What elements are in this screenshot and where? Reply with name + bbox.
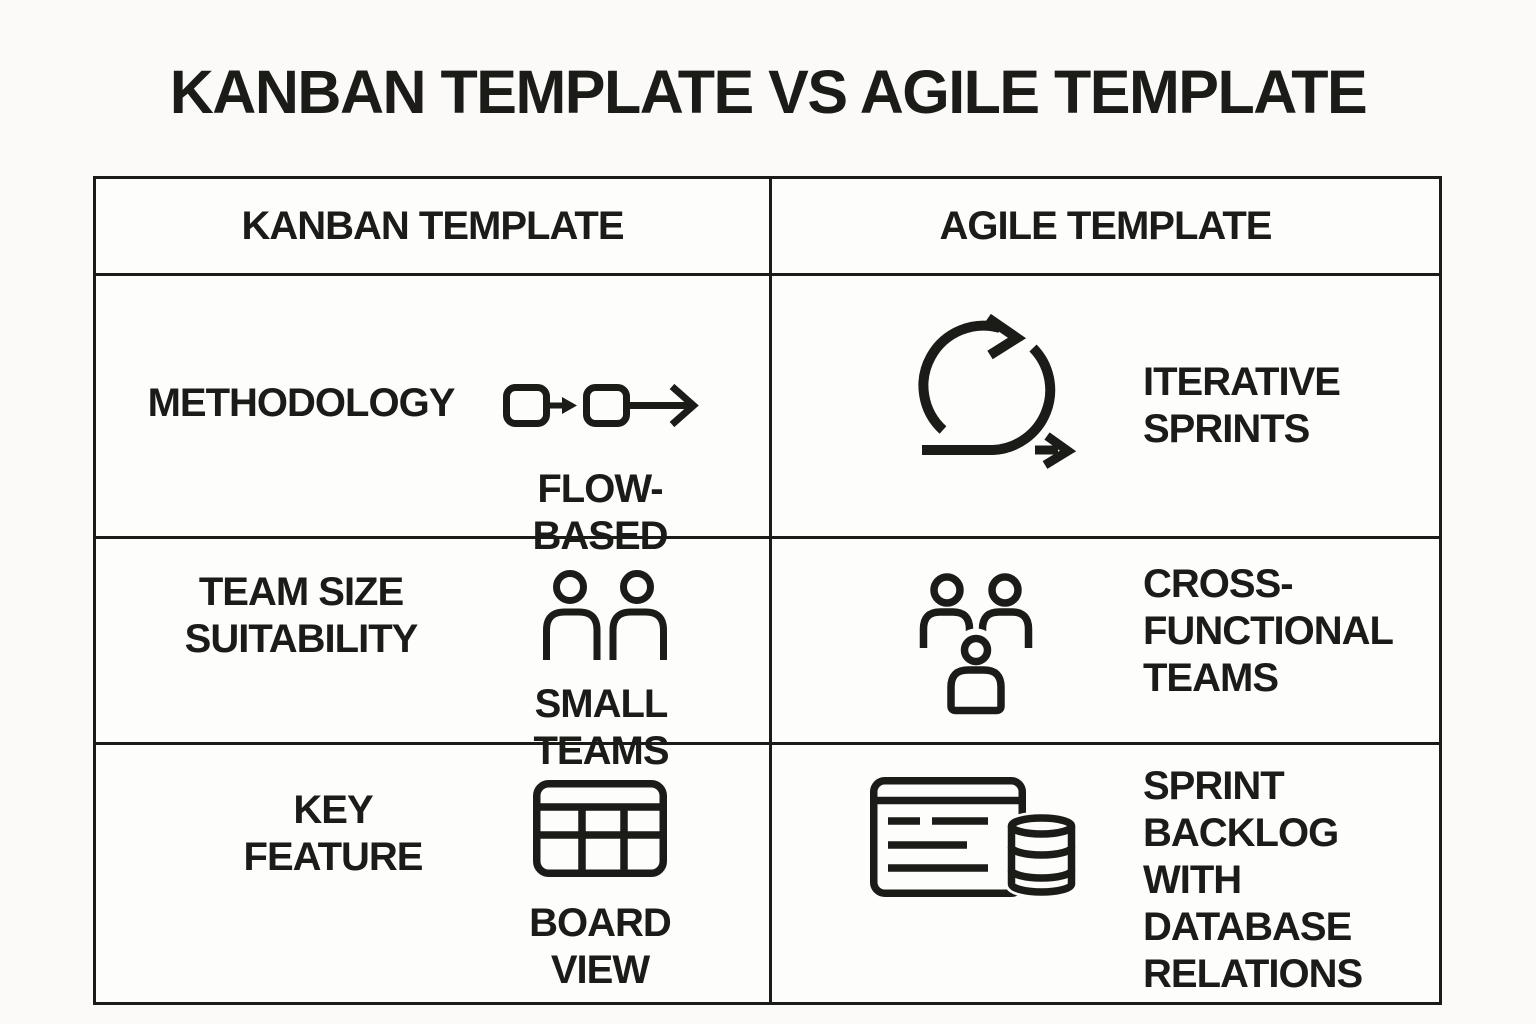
row-label-key-feature: KEY FEATURE: [243, 788, 424, 879]
sprint-loop-icon: [918, 313, 1077, 469]
kanban-caption-small-teams: SMALL TEAMS: [533, 682, 670, 773]
row-label-team-size: TEAM SIZE SUITABILITY: [184, 570, 419, 661]
two-people-icon: [543, 570, 667, 660]
agile-value-cross-functional-teams: CROSS- FUNCTIONAL TEAMS: [1143, 562, 1394, 700]
column-header-agile: AGILE TEMPLATE: [769, 179, 1439, 273]
comparison-table: KANBAN TEMPLATE AGILE TEMPLATE METHODOLO…: [93, 176, 1442, 1005]
cell-team-size-kanban: TEAM SIZE SUITABILITY SMALL TEAMS: [96, 536, 769, 773]
agile-value-iterative-sprints: ITERATIVE SPRINTS: [1143, 360, 1341, 451]
cell-methodology-kanban: METHODOLOGY FLOW-BASED: [96, 273, 769, 558]
column-header-kanban: KANBAN TEMPLATE: [241, 203, 624, 248]
people-group-icon: [919, 573, 1033, 719]
row-label-methodology: METHODOLOGY: [147, 381, 456, 425]
cell-methodology-agile: ITERATIVE SPRINTS: [769, 273, 1439, 536]
cell-team-size-agile: CROSS- FUNCTIONAL TEAMS: [769, 536, 1439, 742]
cell-key-feature-agile: SPRINT BACKLOG WITH DATABASE RELATIONS: [769, 742, 1439, 1002]
kanban-caption-board-view: BOARD VIEW: [529, 901, 672, 992]
page-title: KANBAN TEMPLATE VS AGILE TEMPLATE: [169, 58, 1368, 126]
cell-key-feature-kanban: KEY FEATURE BOARD VIEW: [96, 742, 769, 1002]
backlog-database-icon: [870, 777, 1078, 899]
flow-arrows-icon: [503, 383, 699, 428]
board-table-icon: [533, 780, 667, 877]
agile-value-sprint-backlog: SPRINT BACKLOG WITH DATABASE RELATIONS: [1143, 764, 1363, 996]
